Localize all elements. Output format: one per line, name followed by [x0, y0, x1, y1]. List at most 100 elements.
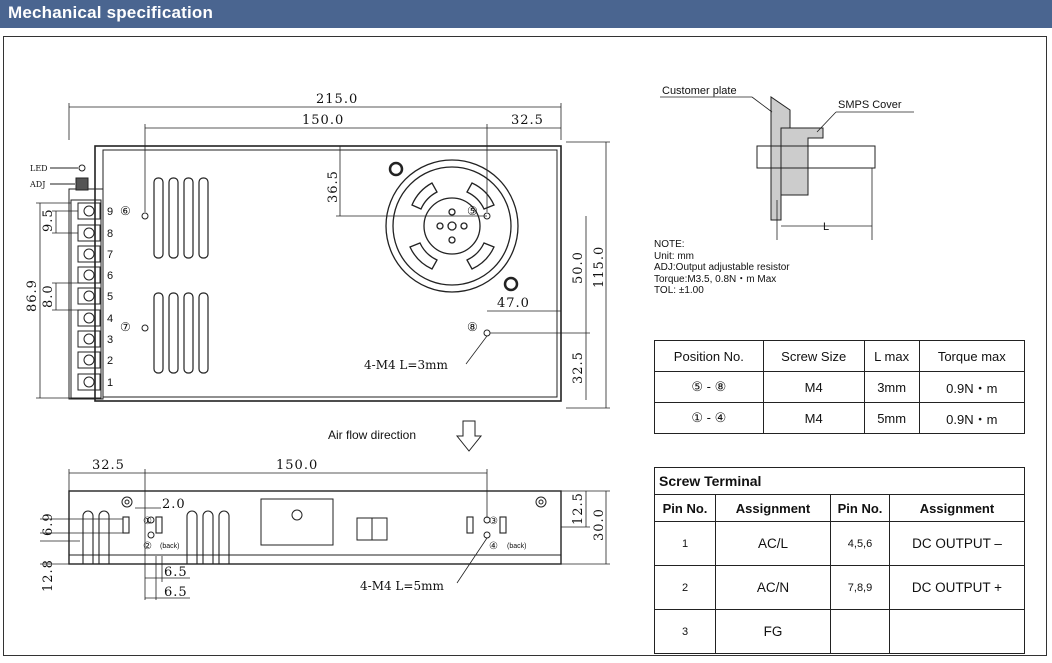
dim-9-5: 9.5 — [41, 208, 56, 232]
table-cell: AC/N — [715, 565, 831, 610]
screw-note-top: 4-M4 L=3mm — [364, 358, 448, 372]
note-line: TOL: ±1.00 — [654, 285, 704, 296]
table-cell: DC OUTPUT + — [889, 565, 1025, 610]
note-line: Torque:M3.5, 0.8N・m Max — [654, 273, 777, 285]
marker-5: ⑤ — [467, 204, 478, 218]
table-cell: 2 — [654, 565, 716, 610]
dim-32-5-side: 32.5 — [571, 351, 586, 384]
terminal-9: 9 — [107, 206, 113, 218]
table-cell: 0.9N・m — [918, 402, 1026, 434]
marker-8: ⑧ — [467, 320, 478, 334]
section-title: Mechanical specification — [8, 3, 214, 22]
table-header: Pin No. — [830, 494, 890, 522]
led-label: LED — [30, 164, 48, 173]
side-view: 32.5 150.0 2.0 6.9 12.8 6.5 6.5 12.5 30.… — [40, 458, 610, 600]
terminal-1: 1 — [107, 377, 113, 389]
dim-36-5: 36.5 — [326, 170, 341, 203]
dim-215: 215.0 — [316, 92, 358, 107]
dim-50-0: 50.0 — [571, 251, 586, 284]
back-label-1: (back) — [160, 543, 179, 550]
table-cell: ① - ④ — [654, 402, 764, 434]
dim-side-32-5: 32.5 — [92, 458, 125, 473]
dim-side-2-0: 2.0 — [162, 497, 186, 512]
dim-115-0: 115.0 — [592, 246, 607, 288]
table-header: Screw Size — [762, 340, 865, 372]
dim-side-6-5b: 6.5 — [164, 585, 188, 600]
dim-side-6-9: 6.9 — [41, 512, 56, 536]
table-cell — [889, 609, 1025, 654]
marker-1: ① — [143, 516, 152, 527]
table-cell: 0.9N・m — [918, 371, 1026, 403]
table-cell: 3 — [654, 609, 716, 654]
table-cell: FG — [715, 609, 831, 654]
terminal-4: 4 — [107, 313, 113, 325]
marker-7: ⑦ — [120, 320, 131, 334]
table-header-row: Position No. Screw Size L max Torque max — [654, 340, 1026, 372]
marker-6: ⑥ — [120, 204, 131, 218]
table-header: Torque max — [918, 340, 1026, 372]
terminal-5: 5 — [107, 291, 113, 303]
table-cell: ⑤ - ⑧ — [654, 371, 764, 403]
back-label-2: (back) — [507, 543, 526, 550]
screw-note-side: 4-M4 L=5mm — [360, 579, 444, 593]
terminal-2: 2 — [107, 355, 113, 367]
customer-plate-label: Customer plate — [662, 85, 737, 97]
table-row: ① - ④ M4 5mm 0.9N・m — [654, 402, 1026, 434]
terminal-3: 3 — [107, 334, 113, 346]
dim-side-12-8: 12.8 — [41, 559, 56, 592]
table-cell: 7,8,9 — [830, 565, 890, 610]
section-header: Mechanical specification — [0, 0, 1052, 28]
table-cell: 3mm — [863, 371, 920, 403]
drawing-frame — [3, 36, 1047, 656]
dim-8-0: 8.0 — [41, 284, 56, 308]
table-cell: 5mm — [863, 402, 920, 434]
dim-side-12-5: 12.5 — [571, 492, 586, 525]
table-cell: 1 — [654, 521, 716, 566]
fan-grille — [385, 159, 519, 293]
dim-86-9: 86.9 — [25, 279, 40, 312]
terminal-7: 7 — [107, 249, 113, 261]
smps-cover-label: SMPS Cover — [838, 99, 902, 111]
adj-label: ADJ — [29, 180, 45, 189]
note-line: Unit: mm — [654, 250, 694, 262]
table-header: Position No. — [654, 340, 764, 372]
dim-150: 150.0 — [302, 113, 344, 128]
dim-47-0: 47.0 — [497, 296, 530, 311]
airflow-label: Air flow direction — [328, 428, 416, 442]
table-cell: AC/L — [715, 521, 831, 566]
table-row: 1 AC/L 4,5,6 DC OUTPUT – — [654, 521, 1025, 566]
terminal-block — [70, 199, 102, 399]
table-row: 3 FG — [654, 609, 1025, 654]
table-cell: 4,5,6 — [830, 521, 890, 566]
table-header: Pin No. — [654, 494, 716, 522]
dim-side-6-5a: 6.5 — [164, 565, 188, 580]
top-view: 215.0 150.0 32.5 36.5 9.5 8.0 86.9 50.0 … — [25, 92, 610, 409]
table-cell — [830, 609, 890, 654]
terminal-table: Screw Terminal Pin No. Assignment Pin No… — [654, 467, 1025, 654]
table-row: ⑤ - ⑧ M4 3mm 0.9N・m — [654, 371, 1026, 403]
table-cell: M4 — [762, 371, 865, 403]
l-label: L — [823, 221, 829, 233]
terminal-6: 6 — [107, 270, 113, 282]
dim-side-150: 150.0 — [276, 458, 318, 473]
screw-table: Position No. Screw Size L max Torque max… — [654, 340, 1026, 434]
table-cell: DC OUTPUT – — [889, 521, 1025, 566]
note-block: NOTE: Unit: mm ADJ:Output adjustable res… — [654, 239, 790, 297]
dim-side-30-0: 30.0 — [592, 508, 607, 541]
note-line: ADJ:Output adjustable resistor — [654, 262, 790, 273]
table-header: Assignment — [715, 494, 831, 522]
note-line: NOTE: — [654, 239, 685, 250]
table-cell: M4 — [762, 402, 865, 434]
screw-detail: Customer plate SMPS Cover L — [660, 85, 914, 240]
airflow-arrow-icon — [455, 420, 483, 452]
table-header-row: Pin No. Assignment Pin No. Assignment — [654, 494, 1025, 522]
terminal-8: 8 — [107, 228, 113, 240]
table-row: 2 AC/N 7,8,9 DC OUTPUT + — [654, 565, 1025, 610]
marker-4: ④ — [489, 541, 498, 552]
terminal-table-caption: Screw Terminal — [654, 467, 1025, 495]
dim-32-5: 32.5 — [511, 113, 544, 128]
marker-3: ③ — [489, 516, 498, 527]
table-header: Assignment — [889, 494, 1025, 522]
table-header: L max — [863, 340, 920, 372]
